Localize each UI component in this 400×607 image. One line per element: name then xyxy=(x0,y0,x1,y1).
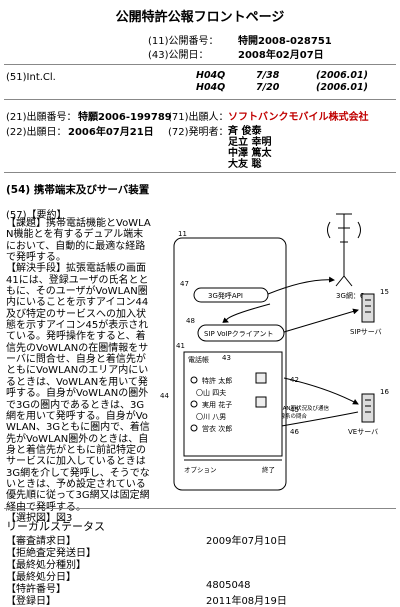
ref-number: 43 xyxy=(222,354,231,362)
legal-value: 4805048 xyxy=(206,580,251,591)
ve-server-label: VEサーバ xyxy=(348,428,378,436)
intcl-group: 7/20 xyxy=(256,82,280,93)
inventor-name: 中澤 篤太 xyxy=(228,148,272,159)
ref-number: 44 xyxy=(160,392,169,400)
ref-number: 46 xyxy=(290,428,299,436)
sip-server-label: SIPサーバ xyxy=(350,328,382,336)
phonebook-title: 電話帳 xyxy=(188,355,209,364)
ref-number: 11 xyxy=(178,230,187,238)
contact-name: 特許 太郎 xyxy=(202,376,232,385)
api-3g-box xyxy=(193,287,269,303)
pub-number-value: 特開2008-028751 xyxy=(238,36,332,47)
legal-value: 2009年07月10日 xyxy=(206,536,287,547)
contact-name: 〇山 四夫 xyxy=(196,388,226,397)
ref-number: 47 xyxy=(180,280,189,288)
ref-number: 15 xyxy=(380,288,389,296)
inventor-name: 大友 聡 xyxy=(228,159,262,170)
invention-title: (54) 携帯端末及びサーバ装置 xyxy=(6,184,150,196)
legal-row: 【登録日】 2011年08月19日 xyxy=(6,592,396,607)
app-number-label: (21)出願番号： xyxy=(6,112,77,123)
pub-date-label: (43)公開日： xyxy=(148,50,209,61)
divider xyxy=(4,508,396,509)
sip-server-icon xyxy=(361,293,375,323)
divider xyxy=(4,64,396,65)
inventor-name: 斉 俊泰 xyxy=(228,126,262,137)
legal-key: 【特許番号】 xyxy=(6,584,66,595)
legal-row: 【拒絶査定発送日】 xyxy=(6,544,396,559)
page-title: 公開特許公報フロントページ xyxy=(115,10,285,25)
app-date-label: (22)出願日： xyxy=(6,127,67,138)
divider xyxy=(4,99,396,100)
inventor-name: 足立 幸明 xyxy=(228,137,272,148)
inventor-label: (72)発明者： xyxy=(168,127,229,138)
patent-figure: 11 3G発呼API 47 SIP VoIPクライアント 48 3G網：6 15 xyxy=(158,198,396,494)
antenna-icon xyxy=(327,213,361,287)
abstract-heading: (57)【要約】 xyxy=(6,210,67,221)
intcl-class: H04Q xyxy=(196,82,226,93)
wlan-note: WLAN圏状況及び通信 xyxy=(274,404,330,412)
ref-number: 42 xyxy=(290,376,299,384)
network-3g-label: 3G網：6 xyxy=(336,291,365,300)
intcl-class: H04Q xyxy=(196,70,226,81)
ref-number: 45 xyxy=(290,406,299,414)
contact-row[interactable]: 〇山 四夫 xyxy=(196,388,226,397)
api-3g-label: 3G発呼API xyxy=(208,291,243,300)
contact-row[interactable]: 〇川 八男 xyxy=(196,413,226,421)
legal-row: 【最終処分日】 xyxy=(6,568,396,583)
contact-row[interactable]: 実用 花子 xyxy=(190,396,267,409)
terminal-outline xyxy=(173,237,287,491)
abstract-figure-ref: 【選択図】図3 xyxy=(6,512,73,524)
app-date-value: 2006年07月21日 xyxy=(68,127,154,138)
ve-server-icon xyxy=(361,393,375,423)
pub-date-value: 2008年02月07日 xyxy=(238,50,324,61)
abstract-solution: 【解決手段】拡張電話帳の画面41には、登録ユーザの氏名とともに、そのユーザがVo… xyxy=(6,263,150,513)
legal-status-title: リーガルステータス xyxy=(6,520,105,533)
end-softkey[interactable]: 終了 xyxy=(262,465,275,474)
intcl-label: (51)Int.Cl. xyxy=(6,72,56,83)
legal-key: 【最終処分日】 xyxy=(6,572,76,583)
legal-value: 2011年08月19日 xyxy=(206,596,287,607)
sip-client-box xyxy=(197,324,285,342)
abstract-text: 【課題】携帯電話機能とVoWLAN機能とを有するデュアル端末において、自動的に最… xyxy=(6,218,152,524)
intcl-version: (2006.01) xyxy=(316,70,368,81)
ref-number: 48 xyxy=(186,317,195,325)
intcl-version: (2006.01) xyxy=(316,82,368,93)
abstract-problem: 【課題】携帯電話機能とVoWLAN機能とを有するデュアル端末において、自動的に最… xyxy=(6,218,151,264)
applicant-value: ソフトバンクモバイル株式会社 xyxy=(228,112,369,123)
phonebook-screen xyxy=(183,351,283,457)
wlan-note: 内線系の問合 xyxy=(274,412,308,420)
contact-row[interactable]: 特許 太郎 xyxy=(190,372,267,385)
legal-key: 【最終処分種別】 xyxy=(6,560,86,571)
legal-key: 【登録日】 xyxy=(6,596,56,607)
sip-client-label: SIP VoIPクライアント xyxy=(204,330,274,338)
applicant-label: (71)出願人： xyxy=(168,112,229,123)
contact-name: 営衣 次郎 xyxy=(202,424,232,433)
legal-row: 【特許番号】 4805048 xyxy=(6,580,396,595)
legal-row: 【最終処分種別】 xyxy=(6,556,396,571)
ref-number: 16 xyxy=(380,388,389,396)
pub-number-label: (11)公開番号： xyxy=(148,36,219,47)
legal-key: 【拒絶査定発送日】 xyxy=(6,548,96,559)
app-number-value: 特願2006-199789 xyxy=(78,112,172,123)
ref-number: 41 xyxy=(176,342,185,350)
option-softkey[interactable]: オプション xyxy=(184,466,217,474)
divider xyxy=(4,172,396,173)
intcl-group: 7/38 xyxy=(256,70,280,81)
contact-name: 実用 花子 xyxy=(202,400,232,409)
legal-row: 【審査請求日】 2009年07月10日 xyxy=(6,532,396,547)
contact-row[interactable]: 営衣 次郎 xyxy=(190,424,232,433)
contact-name: 〇川 八男 xyxy=(196,413,226,421)
legal-key: 【審査請求日】 xyxy=(6,536,76,547)
